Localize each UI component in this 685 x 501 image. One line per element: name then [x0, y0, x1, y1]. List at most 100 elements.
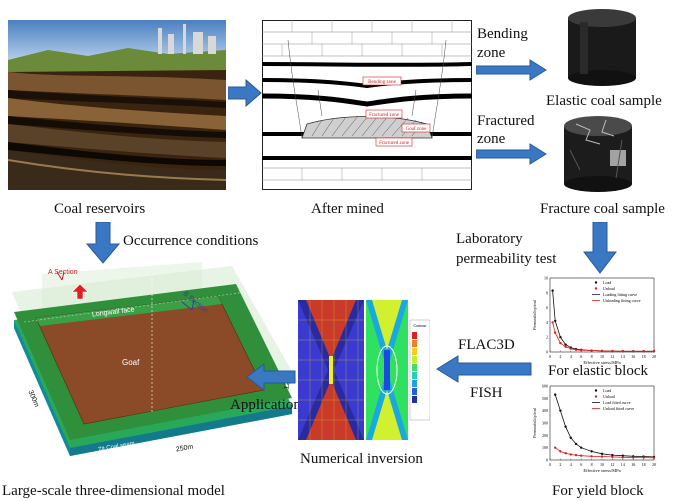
x-tick-label: 14: [621, 462, 625, 467]
y-axis-label: Permeability/md: [532, 299, 537, 330]
data-point: [564, 425, 567, 428]
x-tick-label: 0: [549, 354, 551, 359]
data-point: [574, 348, 578, 351]
numerical-inversion-image: Contour: [298, 300, 431, 440]
data-point: [632, 456, 635, 459]
y-tick-label: 400: [542, 408, 548, 413]
data-point: [580, 454, 583, 457]
data-point: [559, 336, 562, 339]
bending-zone-tag: Bending zone: [368, 80, 396, 85]
contour-legend-title: Contour: [413, 323, 427, 328]
x-tick-label: 0: [549, 462, 551, 467]
data-point: [652, 456, 656, 459]
y-tick-label: 6: [546, 305, 548, 310]
data-point: [574, 442, 578, 446]
fractured-zone-tag: Fractured zone: [369, 113, 400, 118]
legend-swatch: [594, 287, 598, 290]
y-tick-label: 500: [542, 396, 548, 401]
data-point: [590, 349, 593, 352]
x-tick-label: 2: [559, 462, 561, 467]
data-point: [559, 341, 562, 345]
application-label: Application: [230, 397, 301, 413]
data-point: [652, 350, 656, 353]
fractured-zone-label-1: Fractured: [477, 113, 535, 129]
data-point: [569, 347, 572, 350]
data-point: [621, 456, 624, 459]
data-point: [569, 453, 572, 456]
x-tick-label: 12: [610, 354, 614, 359]
data-point: [580, 446, 583, 449]
after-mined-diagram: Bending zone Fractured zone Goaf zone Fr…: [261, 20, 473, 190]
model-title-label: Large-scale three-dimensional model: [2, 483, 225, 499]
data-point: [600, 455, 604, 458]
legend-swatch: [594, 395, 598, 398]
legend-entry: Load: [603, 388, 611, 393]
fractured-zone-tag-2: Fractured zone: [379, 141, 410, 146]
data-point: [559, 450, 562, 453]
y-tick-label: 600: [542, 384, 548, 389]
x-tick-label: 6: [580, 462, 582, 467]
arrow-down-lab: [583, 222, 617, 274]
legend-entry: Loading fitting curve: [603, 292, 637, 297]
plot-area: [549, 385, 655, 461]
data-point: [554, 446, 557, 449]
goaf-label: Goaf: [122, 358, 140, 367]
x-tick-label: 8: [591, 462, 593, 467]
data-point: [632, 350, 635, 353]
x-tick-label: 14: [621, 354, 625, 359]
goaf-zone-tag: Goaf zone: [406, 127, 427, 132]
legend-swatch: [594, 389, 598, 392]
numerical-inversion-label: Numerical inversion: [300, 451, 423, 467]
bending-zone-label-1: Bending: [477, 26, 528, 42]
arrow-to-elastic: [476, 59, 547, 81]
data-point: [551, 321, 554, 324]
data-point: [554, 393, 557, 396]
y-tick-label: 0: [546, 350, 548, 355]
x-tick-label: 18: [642, 354, 646, 359]
legend-entry: Load fitted curve: [603, 400, 631, 405]
arrow-right-1: [228, 78, 262, 108]
data-point: [611, 453, 614, 457]
data-point: [564, 452, 567, 455]
arrow-left-application: [246, 362, 296, 392]
flac3d-label: FLAC3D: [458, 337, 515, 353]
x-tick-label: 8: [591, 354, 593, 359]
bending-zone-label-2: zone: [477, 45, 506, 61]
data-point: [564, 345, 567, 349]
x-tick-label: 16: [631, 462, 635, 467]
coal-reservoir-photo: [8, 20, 226, 190]
y-tick-label: 200: [542, 433, 548, 438]
x-tick-label: 12: [610, 462, 614, 467]
data-point: [600, 349, 604, 353]
y-tick-label: 2: [546, 335, 548, 340]
data-point: [590, 455, 593, 458]
after-mined-label: After mined: [311, 201, 384, 217]
x-tick-label: 18: [642, 462, 646, 467]
data-point: [590, 450, 593, 453]
dim-250-label: 250m: [175, 443, 194, 454]
x-tick-label: 10: [600, 354, 604, 359]
three-d-model: A Section B Section Longwall face Goaf 7…: [2, 262, 298, 484]
plot-area: [549, 277, 655, 353]
elastic-block-label: For elastic block: [548, 363, 648, 379]
lab-test-label-2: permeability test: [456, 251, 557, 267]
data-point: [559, 409, 562, 412]
legend-entry: Unloading fitting curve: [603, 298, 641, 303]
data-point: [600, 452, 604, 456]
x-axis-label: Effective stress/MPa: [583, 360, 620, 365]
fracture-coal-sample-label: Fracture coal sample: [540, 201, 665, 217]
elastic-coal-sample-image: [568, 9, 636, 86]
coal-reservoirs-label: Coal reservoirs: [54, 201, 146, 217]
arrow-left-flac: [436, 355, 532, 383]
data-point: [642, 350, 645, 353]
data-point: [580, 348, 583, 352]
x-axis-label: Effective stress/MPa: [583, 468, 620, 473]
y-tick-label: 8: [546, 290, 548, 295]
yield-block-label: For yield block: [552, 483, 644, 499]
data-point: [564, 343, 567, 346]
data-point: [611, 349, 614, 353]
y-tick-label: 10: [544, 276, 548, 281]
x-tick-label: 6: [580, 354, 582, 359]
